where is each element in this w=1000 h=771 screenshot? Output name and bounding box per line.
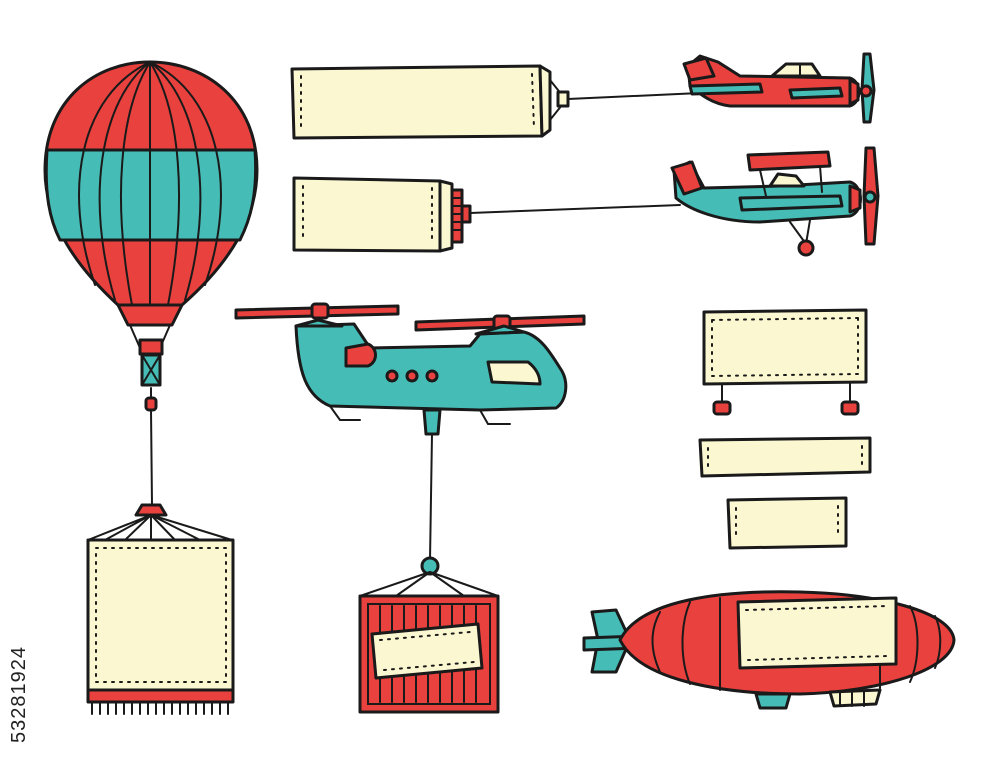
banner-biplane [292, 146, 880, 257]
blimp [582, 590, 956, 710]
blank-strip-long [698, 436, 872, 478]
hot-air-balloon [43, 60, 259, 715]
stock-id-text: 53281924 [8, 646, 30, 743]
stock-id-watermark: 53281924 [6, 545, 30, 745]
blank-strip-short [726, 496, 848, 550]
banner-plane-red [290, 52, 876, 140]
hanging-sign [702, 308, 868, 416]
cargo-helicopter [234, 302, 586, 714]
